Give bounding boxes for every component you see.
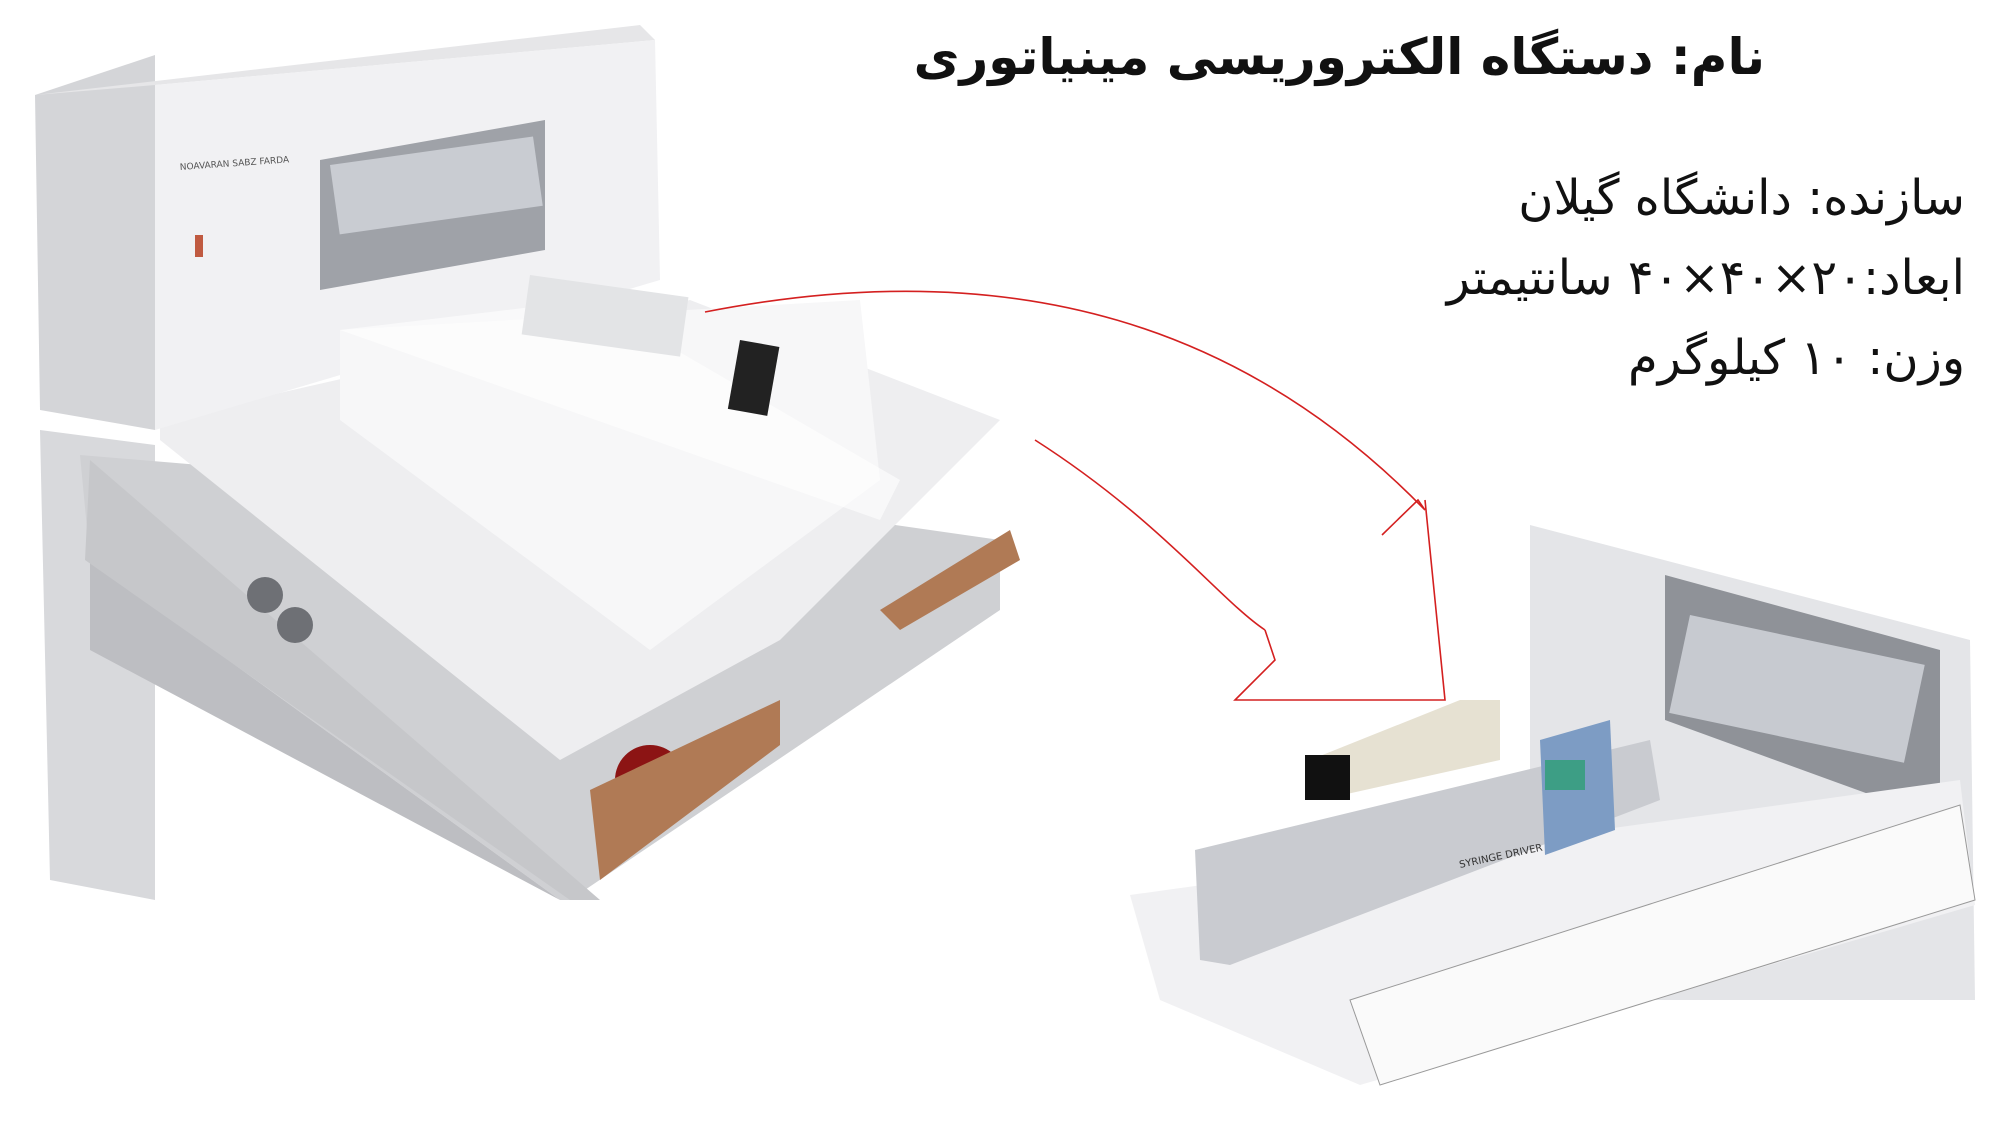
maker-spec: سازنده: دانشگاه گیلان [1518,170,1965,226]
product-name-title: نام: دستگاه الکتروریسی مینیاتوری [913,28,1765,86]
electrospinning-device-photo-right: SYRINGE DRIVER [1130,525,1976,1086]
dimensions-spec: ابعاد:۲۰×۴۰×۴۰ سانتیمتر [1446,250,1965,306]
electrospinning-device-photo-left: NOAVARAN SABZ FARDA [35,25,1020,900]
red-arrow [704,290,1446,701]
weight-spec: وزن: ۱۰ کیلوگرم [1628,330,1965,386]
